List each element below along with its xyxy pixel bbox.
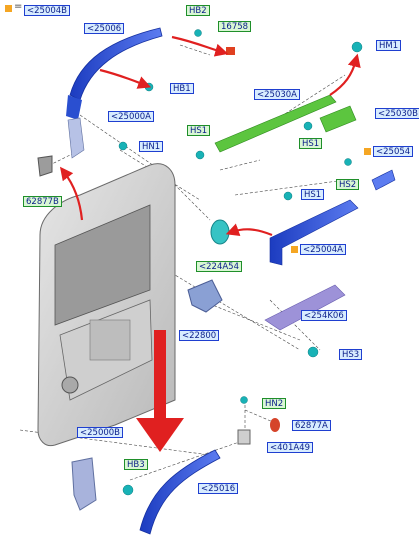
callout-22800: <22800 — [179, 330, 220, 341]
clips — [118, 29, 363, 496]
callout-25000a: <25000A — [108, 111, 154, 122]
callout-hb1: HB1 — [170, 83, 194, 94]
sliding-door-panel — [37, 163, 176, 447]
callout-hb2: HB2 — [186, 5, 210, 16]
upper-roller — [37, 155, 53, 177]
callout-401a49: <401A49 — [267, 442, 313, 453]
seal-25030a — [214, 94, 337, 153]
callout-25004a: <25004A — [300, 244, 346, 255]
callout-hs3: HS3 — [339, 349, 363, 360]
legend-equals: = — [14, 1, 23, 12]
callout-25054: <25054 — [373, 146, 414, 157]
callout-25030b: <25030B — [375, 108, 419, 119]
callout-25006: <25006 — [84, 23, 125, 34]
callout-hn1: HN1 — [139, 141, 164, 152]
callout-25016: <25016 — [198, 483, 239, 494]
callout-25030a: <25030A — [254, 89, 300, 100]
upper-bracket — [67, 117, 85, 159]
lower-roller — [270, 418, 280, 432]
callout-hs1-b: HS1 — [299, 138, 323, 149]
callout-hs1-a: HS1 — [187, 125, 211, 136]
center-track-rail — [269, 199, 359, 266]
leader-lines — [19, 44, 346, 481]
callout-16758: 16758 — [218, 21, 252, 32]
callout-62877b: 62877B — [23, 196, 62, 207]
center-roller — [210, 219, 230, 245]
trim-254k06 — [264, 284, 346, 331]
callout-hm1: HM1 — [376, 40, 402, 51]
red-assembly-arrows — [59, 35, 361, 237]
callout-25004a-marker — [291, 246, 298, 253]
lower-bracket — [71, 457, 97, 511]
lower-track-rail — [139, 449, 221, 535]
callout-254k06: <254K06 — [301, 310, 347, 321]
callout-25054-marker — [364, 148, 371, 155]
legend-part-label: <25004B — [24, 5, 70, 16]
callout-hb3: HB3 — [124, 459, 148, 470]
callout-224a54: <224A54 — [196, 261, 242, 272]
upper-track-end — [66, 95, 82, 120]
part-16758-shape — [226, 47, 235, 55]
seal-25030b — [319, 105, 357, 133]
callout-hs1-c: HS1 — [301, 189, 325, 200]
callout-25000b: <25000B — [77, 427, 123, 438]
callout-hs2: HS2 — [336, 179, 360, 190]
lower-guide-block — [237, 429, 251, 445]
legend-marker — [5, 5, 12, 12]
big-down-arrow — [136, 330, 184, 452]
center-track-end-cap — [371, 169, 396, 191]
upper-track-rail — [69, 27, 163, 101]
lower-arm-bracket — [187, 279, 223, 313]
callout-hn2: HN2 — [262, 398, 287, 409]
callout-62877a: 62877A — [292, 420, 331, 431]
